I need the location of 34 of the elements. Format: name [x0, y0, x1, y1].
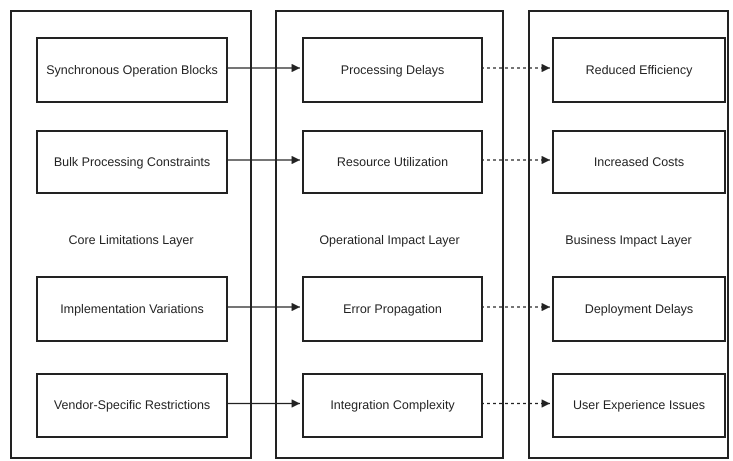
box-label: Error Propagation: [343, 300, 442, 318]
box-label: Resource Utilization: [336, 154, 448, 170]
box-label: Vendor-Specific Restrictions: [54, 397, 210, 414]
box-label: Processing Delays: [340, 62, 444, 78]
layer-panel: [275, 10, 504, 459]
process-box: [302, 130, 483, 194]
layer-panel: [528, 10, 729, 459]
box-label: Deployment Delays: [584, 300, 694, 318]
process-box: [302, 373, 483, 438]
process-box: [302, 37, 483, 103]
process-box: [302, 276, 483, 342]
layer-label: Business Impact Layer: [564, 232, 693, 248]
box-label: User Experience Issues: [572, 397, 705, 414]
box-label: Implementation Variations: [60, 300, 204, 318]
process-box: [36, 37, 228, 103]
process-box: [552, 276, 726, 342]
layer-label: Core Limitations Layer: [67, 232, 195, 248]
arrow: [226, 302, 300, 312]
arrow: [226, 64, 300, 72]
process-box: [552, 373, 726, 438]
box-label: Bulk Processing Constraints: [54, 154, 210, 170]
arrow: [226, 156, 300, 164]
process-box: [36, 373, 228, 438]
arrow: [226, 399, 300, 408]
process-box: [36, 130, 228, 194]
process-box: [552, 37, 726, 103]
layer-label: Operational Impact Layer: [318, 232, 461, 248]
box-label: Increased Costs: [594, 154, 684, 170]
box-label: Integration Complexity: [330, 397, 455, 414]
box-label: Reduced Efficiency: [586, 62, 692, 78]
process-box: [552, 130, 726, 194]
box-label: Synchronous Operation Blocks: [46, 62, 218, 78]
layer-panel: [10, 10, 252, 459]
process-box: [36, 276, 228, 342]
